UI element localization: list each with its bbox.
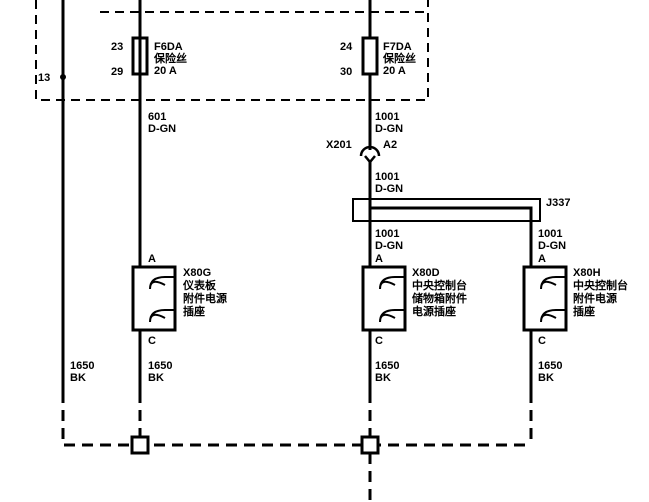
wire-1001d-color: D-GN bbox=[538, 240, 566, 252]
ground-wire-3-circuit: 1650 bbox=[375, 360, 399, 372]
ground-wire-3-color: BK bbox=[375, 372, 391, 384]
fuse-f7da-name: F7DA bbox=[383, 41, 412, 53]
outlet-x80g-pin-a: A bbox=[148, 253, 156, 265]
outlet-x80h bbox=[522, 265, 568, 332]
outlet-x80d-line-1: 中央控制台 bbox=[412, 278, 467, 292]
outlet-x80d-line-2: 储物箱附件 bbox=[412, 291, 467, 305]
outlet-x80h-line-3: 插座 bbox=[573, 304, 595, 318]
outlet-x80g-line-3: 插座 bbox=[183, 304, 205, 318]
outlet-x80d-name: X80D bbox=[412, 267, 440, 279]
fuse-f6da-in-pin: 23 bbox=[111, 41, 123, 53]
fuse-f6da-rating: 20 A bbox=[154, 65, 177, 77]
wire-1001d-circuit: 1001 bbox=[538, 228, 562, 240]
ground-leads bbox=[138, 392, 533, 502]
wire-1001c-color: D-GN bbox=[375, 240, 403, 252]
fuse-f6da-desc: 保险丝 bbox=[153, 51, 187, 65]
outlet-x80h-line-2: 附件电源 bbox=[573, 291, 617, 305]
connector-x201-pin: A2 bbox=[383, 139, 397, 151]
outlet-x80g bbox=[131, 265, 177, 332]
outlet-x80h-pin-a: A bbox=[538, 253, 546, 265]
ground-wire-2-circuit: 1650 bbox=[148, 360, 172, 372]
splice-j337-name: J337 bbox=[546, 197, 570, 209]
fuse-f6da-name: F6DA bbox=[154, 41, 183, 53]
outlet-x80h-name: X80H bbox=[573, 267, 601, 279]
outlet-x80d-line-3: 电源插座 bbox=[412, 304, 456, 318]
outlet-x80d-pin-c: C bbox=[375, 335, 383, 347]
fuse-f6da-out-pin: 29 bbox=[111, 66, 123, 78]
ground-wire-4-circuit: 1650 bbox=[538, 360, 562, 372]
ground-wire-1-circuit: 1650 bbox=[70, 360, 94, 372]
ground-wire-left bbox=[60, 0, 528, 447]
outlet-x80h-pin-c: C bbox=[538, 335, 546, 347]
outlet-x80g-name: X80G bbox=[183, 267, 211, 279]
connector-x201-name: X201 bbox=[326, 139, 352, 151]
fuse-f7da bbox=[361, 0, 379, 150]
wire-1001a-color: D-GN bbox=[375, 123, 403, 135]
fuse-f6da bbox=[131, 0, 149, 392]
ground-wire-1-color: BK bbox=[70, 372, 86, 384]
ground-splice-left bbox=[130, 435, 150, 455]
outlet-x80g-pin-c: C bbox=[148, 335, 156, 347]
fuse-f7da-in-pin: 24 bbox=[340, 41, 353, 53]
ground-pin-label: 13 bbox=[38, 72, 50, 84]
wire-601-color: D-GN bbox=[148, 123, 176, 135]
wire-1001c-circuit: 1001 bbox=[375, 228, 399, 240]
wire-601-circuit: 601 bbox=[148, 111, 166, 123]
ground-splice-center bbox=[360, 435, 380, 455]
fuse-block-outline bbox=[35, 0, 429, 101]
outlet-x80g-line-1: 仪表板 bbox=[182, 278, 217, 292]
wire-1001a-circuit: 1001 bbox=[375, 111, 399, 123]
ground-wire-4-color: BK bbox=[538, 372, 554, 384]
outlet-x80h-line-1: 中央控制台 bbox=[573, 278, 628, 292]
fuse-f7da-rating: 20 A bbox=[383, 65, 406, 77]
outlet-x80g-line-2: 附件电源 bbox=[183, 291, 227, 305]
wire-1001b-circuit: 1001 bbox=[375, 171, 399, 183]
wire-1001b-color: D-GN bbox=[375, 183, 403, 195]
outlet-x80d-pin-a: A bbox=[375, 253, 383, 265]
outlet-x80d bbox=[361, 265, 407, 332]
fuse-f7da-out-pin: 30 bbox=[340, 66, 352, 78]
ground-wire-2-color: BK bbox=[148, 372, 164, 384]
fuse-f7da-desc: 保险丝 bbox=[382, 51, 416, 65]
